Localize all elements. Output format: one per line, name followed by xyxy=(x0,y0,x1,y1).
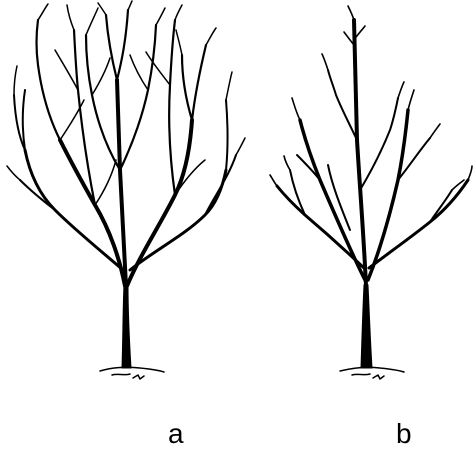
tree-a-shoot xyxy=(97,0,183,26)
tree-a-branch xyxy=(84,33,122,172)
tree-a-branch xyxy=(19,179,56,211)
tree-a-shoot xyxy=(175,27,246,156)
tree-a-branch xyxy=(72,28,97,207)
tree-a-scaffold-right xyxy=(125,118,194,288)
tree-b-leader xyxy=(352,18,368,288)
tree-a-shoot xyxy=(6,65,206,206)
tree-a-branch xyxy=(180,53,194,122)
tree-b-ground xyxy=(339,366,405,380)
tree-b-branch xyxy=(429,189,453,223)
tree-a-branch xyxy=(168,18,177,197)
tree-illustration-a xyxy=(6,0,246,380)
tree-b-scaffold-left xyxy=(298,118,367,282)
tree-b-branch xyxy=(289,169,306,216)
tree-a-branch xyxy=(118,23,158,172)
tree-a-branch xyxy=(225,99,229,171)
tree-a-shoot xyxy=(59,51,171,141)
tree-b-tip xyxy=(291,53,415,121)
tree-b-branch xyxy=(296,154,321,181)
tree-b-tip xyxy=(283,81,441,171)
tree-a-trunk xyxy=(121,284,132,369)
tree-b-branch xyxy=(327,164,351,231)
tree-illustration-b xyxy=(269,5,473,380)
tree-a-branch xyxy=(115,8,130,82)
tree-a-branch xyxy=(204,154,237,216)
tree-b-branch xyxy=(359,97,399,191)
tree-b-tip xyxy=(269,165,473,191)
tree-b-scaffold-low-right xyxy=(367,178,470,270)
panel-label-a: a xyxy=(168,418,184,449)
tree-b-trunk xyxy=(360,284,373,369)
tree-a-shoot xyxy=(37,3,99,91)
tree-b-branch xyxy=(327,69,358,141)
tree-a-branch xyxy=(190,43,208,122)
panel-label-b: b xyxy=(396,418,412,449)
tree-b-branch xyxy=(397,137,431,181)
tree-a-branch xyxy=(21,89,26,151)
tree-a-branch xyxy=(13,94,26,151)
tree-b-scaffold-low-left xyxy=(275,184,366,270)
tree-b-tip xyxy=(343,5,366,46)
tree-a-ground xyxy=(99,366,165,380)
tree-a-branch xyxy=(104,13,119,82)
tree-a-branch xyxy=(35,18,62,142)
